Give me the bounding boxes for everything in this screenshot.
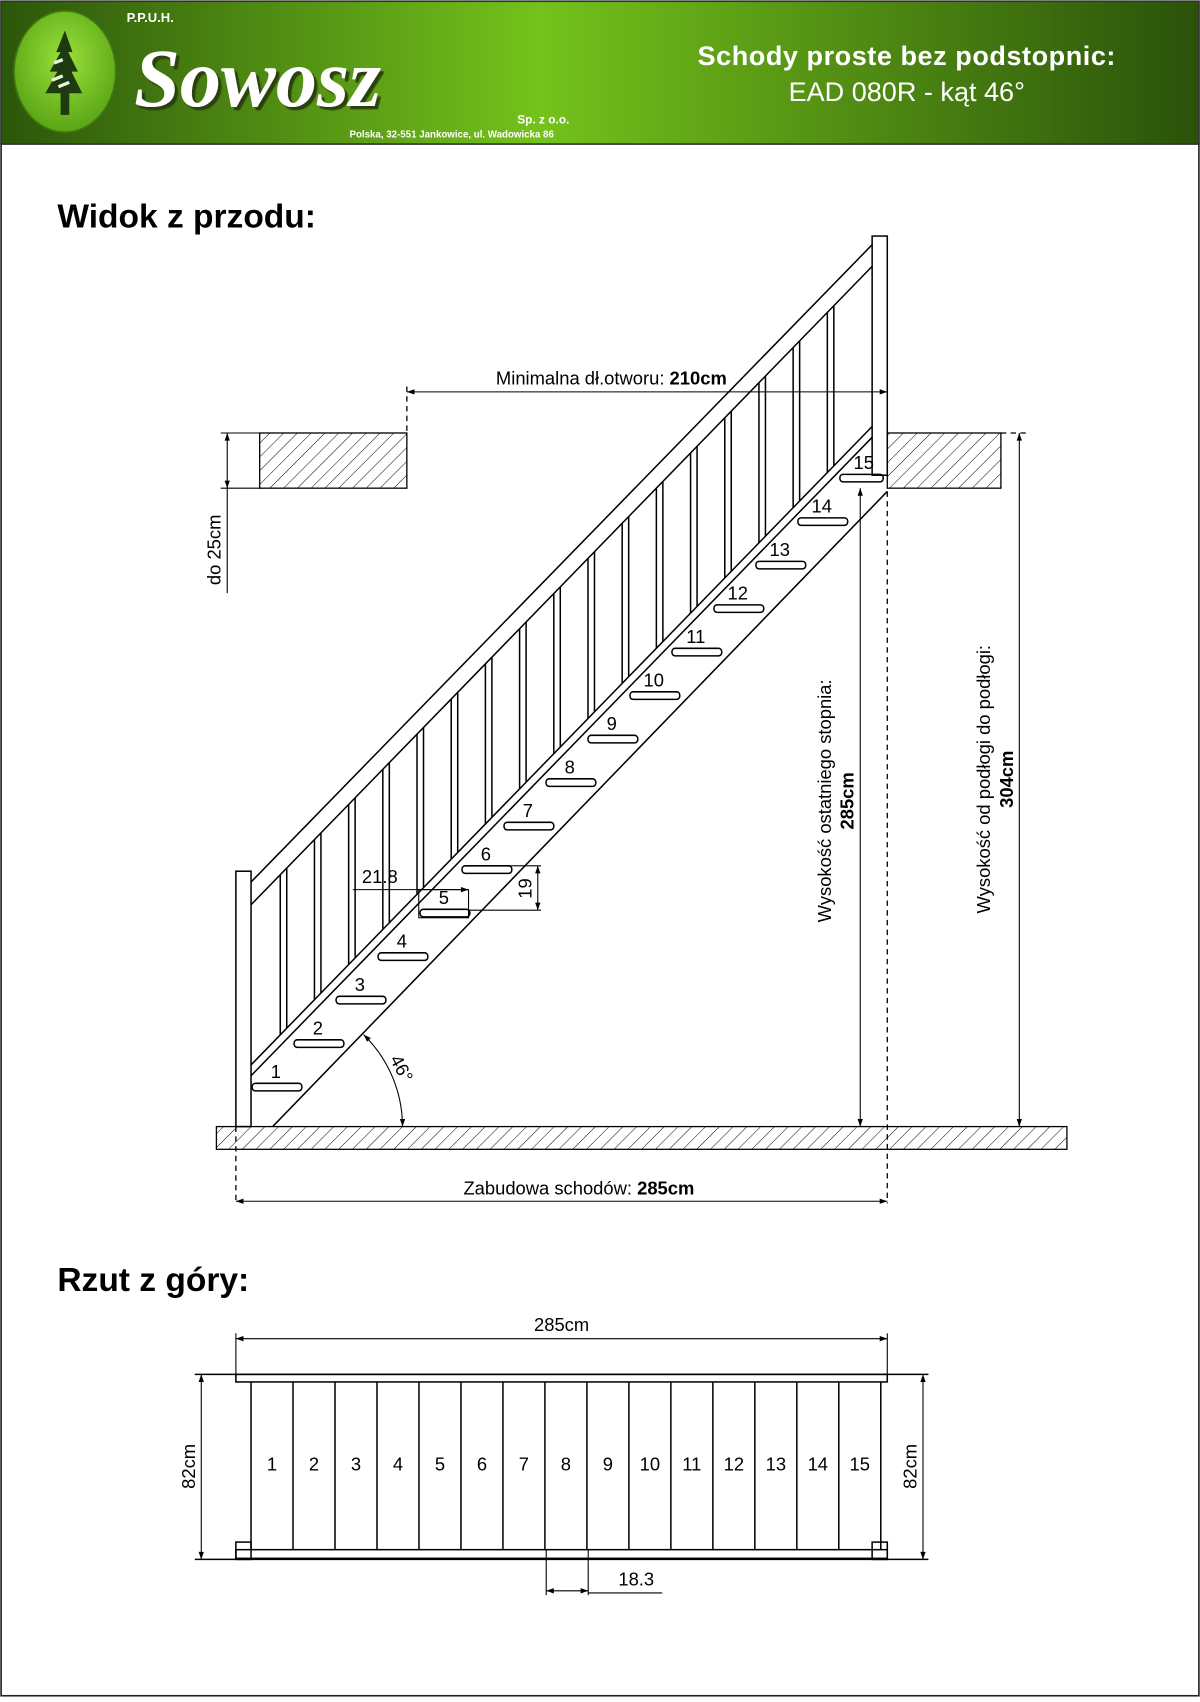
stringer-bottom-edge [272, 490, 888, 1128]
tread-number: 9 [607, 713, 617, 734]
top-tread-number: 8 [561, 1454, 571, 1475]
tread-number: 3 [355, 974, 365, 995]
tread [797, 517, 849, 527]
last-step-value: 285cm [837, 772, 858, 829]
tread-number: 11 [686, 626, 705, 647]
stringer-top-edge [250, 425, 873, 1066]
tread-number: 14 [811, 495, 831, 516]
tread [335, 995, 387, 1005]
tread [503, 821, 555, 831]
floor-to-floor-label: Wysokość od podłogi do podłogi: [973, 645, 994, 913]
post-square-left [235, 1541, 252, 1561]
handrail-top-edge [250, 244, 873, 883]
tread [629, 691, 681, 701]
top-length-label: 285cm [534, 1314, 589, 1335]
top-tread-number: 9 [603, 1454, 613, 1475]
width-label-left: 82cm [178, 1444, 199, 1489]
tread [419, 908, 471, 918]
company-suffix: Sp. z o.o. [517, 113, 569, 127]
tread [293, 1039, 345, 1049]
tread-number: 13 [770, 539, 790, 560]
tread-number: 1 [271, 1061, 281, 1082]
tread [545, 778, 597, 788]
tread-number: 2 [313, 1017, 323, 1038]
angle-arc [363, 1034, 406, 1127]
tree-icon [45, 30, 83, 115]
top-tread-number: 13 [766, 1454, 786, 1475]
top-tread-number: 15 [850, 1454, 870, 1475]
top-tread-number: 3 [351, 1454, 361, 1475]
top-tread-number: 5 [435, 1454, 445, 1475]
tread [839, 473, 884, 483]
top-tread-number: 4 [393, 1454, 403, 1475]
tread-number: 5 [439, 887, 449, 908]
tread-number: 10 [644, 669, 664, 690]
newel-post-top [871, 235, 889, 476]
company-name: Sowosz [134, 33, 381, 124]
front-view-heading: Widok z przodu: [57, 198, 316, 235]
tread [251, 1082, 303, 1092]
tread-number: 8 [565, 756, 575, 777]
tread [755, 560, 807, 570]
tread [461, 865, 513, 875]
company-address: Polska, 32-551 Jankowice, ul. Wadowicka … [350, 130, 555, 141]
top-tread-number: 7 [519, 1454, 529, 1475]
ceiling-thickness-label: do 25cm [204, 515, 225, 585]
going-label: 21.8 [362, 866, 398, 887]
company-prefix: P.P.U.H. [127, 10, 174, 25]
tread-number: 12 [728, 582, 748, 603]
width-label-right: 82cm [900, 1444, 921, 1489]
last-step-label: Wysokość ostatniego stopnia: [814, 679, 835, 922]
top-tread-number: 12 [724, 1454, 744, 1475]
balusters [279, 305, 835, 1035]
tread [671, 647, 723, 657]
floor-slab [215, 1125, 1068, 1150]
tread-number: 15 [853, 452, 873, 473]
ceiling-slab-right [886, 432, 1002, 489]
header-banner: P.P.U.H. Sowosz Sp. z o.o. Polska, 32-55… [0, 0, 1200, 145]
rise-label: 19 [514, 878, 535, 898]
top-tread-number: 11 [682, 1454, 701, 1475]
floor-to-floor-value: 304cm [996, 751, 1017, 808]
ceiling-slab-left [259, 432, 408, 489]
stringer-inner-edge [250, 436, 873, 1077]
tread-number: 7 [523, 800, 533, 821]
top-tread-number: 1 [267, 1454, 277, 1475]
tread [587, 734, 639, 744]
newel-post-bottom [235, 870, 252, 1128]
top-tread-number: 6 [477, 1454, 487, 1475]
drawing-subtitle: EAD 080R - kąt 46° [789, 77, 1025, 107]
tread [713, 604, 765, 614]
top-rail [235, 1373, 889, 1383]
opening-dimension-label: Minimalna dł.otworu: 210cm [496, 367, 727, 388]
top-view-heading: Rzut z góry: [57, 1262, 249, 1299]
tread-number: 6 [481, 843, 491, 864]
tread [377, 952, 429, 962]
top-tread-number: 10 [640, 1454, 660, 1475]
length-dimension-label: Zabudowa schodów: 285cm [463, 1178, 694, 1199]
drawing-title: Schody proste bez podstopnic: [698, 41, 1116, 71]
top-tread-number: 2 [309, 1454, 319, 1475]
company-logo: P.P.U.H. Sowosz Sp. z o.o. Polska, 32-55… [13, 10, 569, 141]
tread-width-label: 18.3 [618, 1568, 654, 1589]
top-tread-number: 14 [808, 1454, 828, 1475]
tread-number: 4 [397, 930, 407, 951]
post-square-right [871, 1541, 889, 1561]
